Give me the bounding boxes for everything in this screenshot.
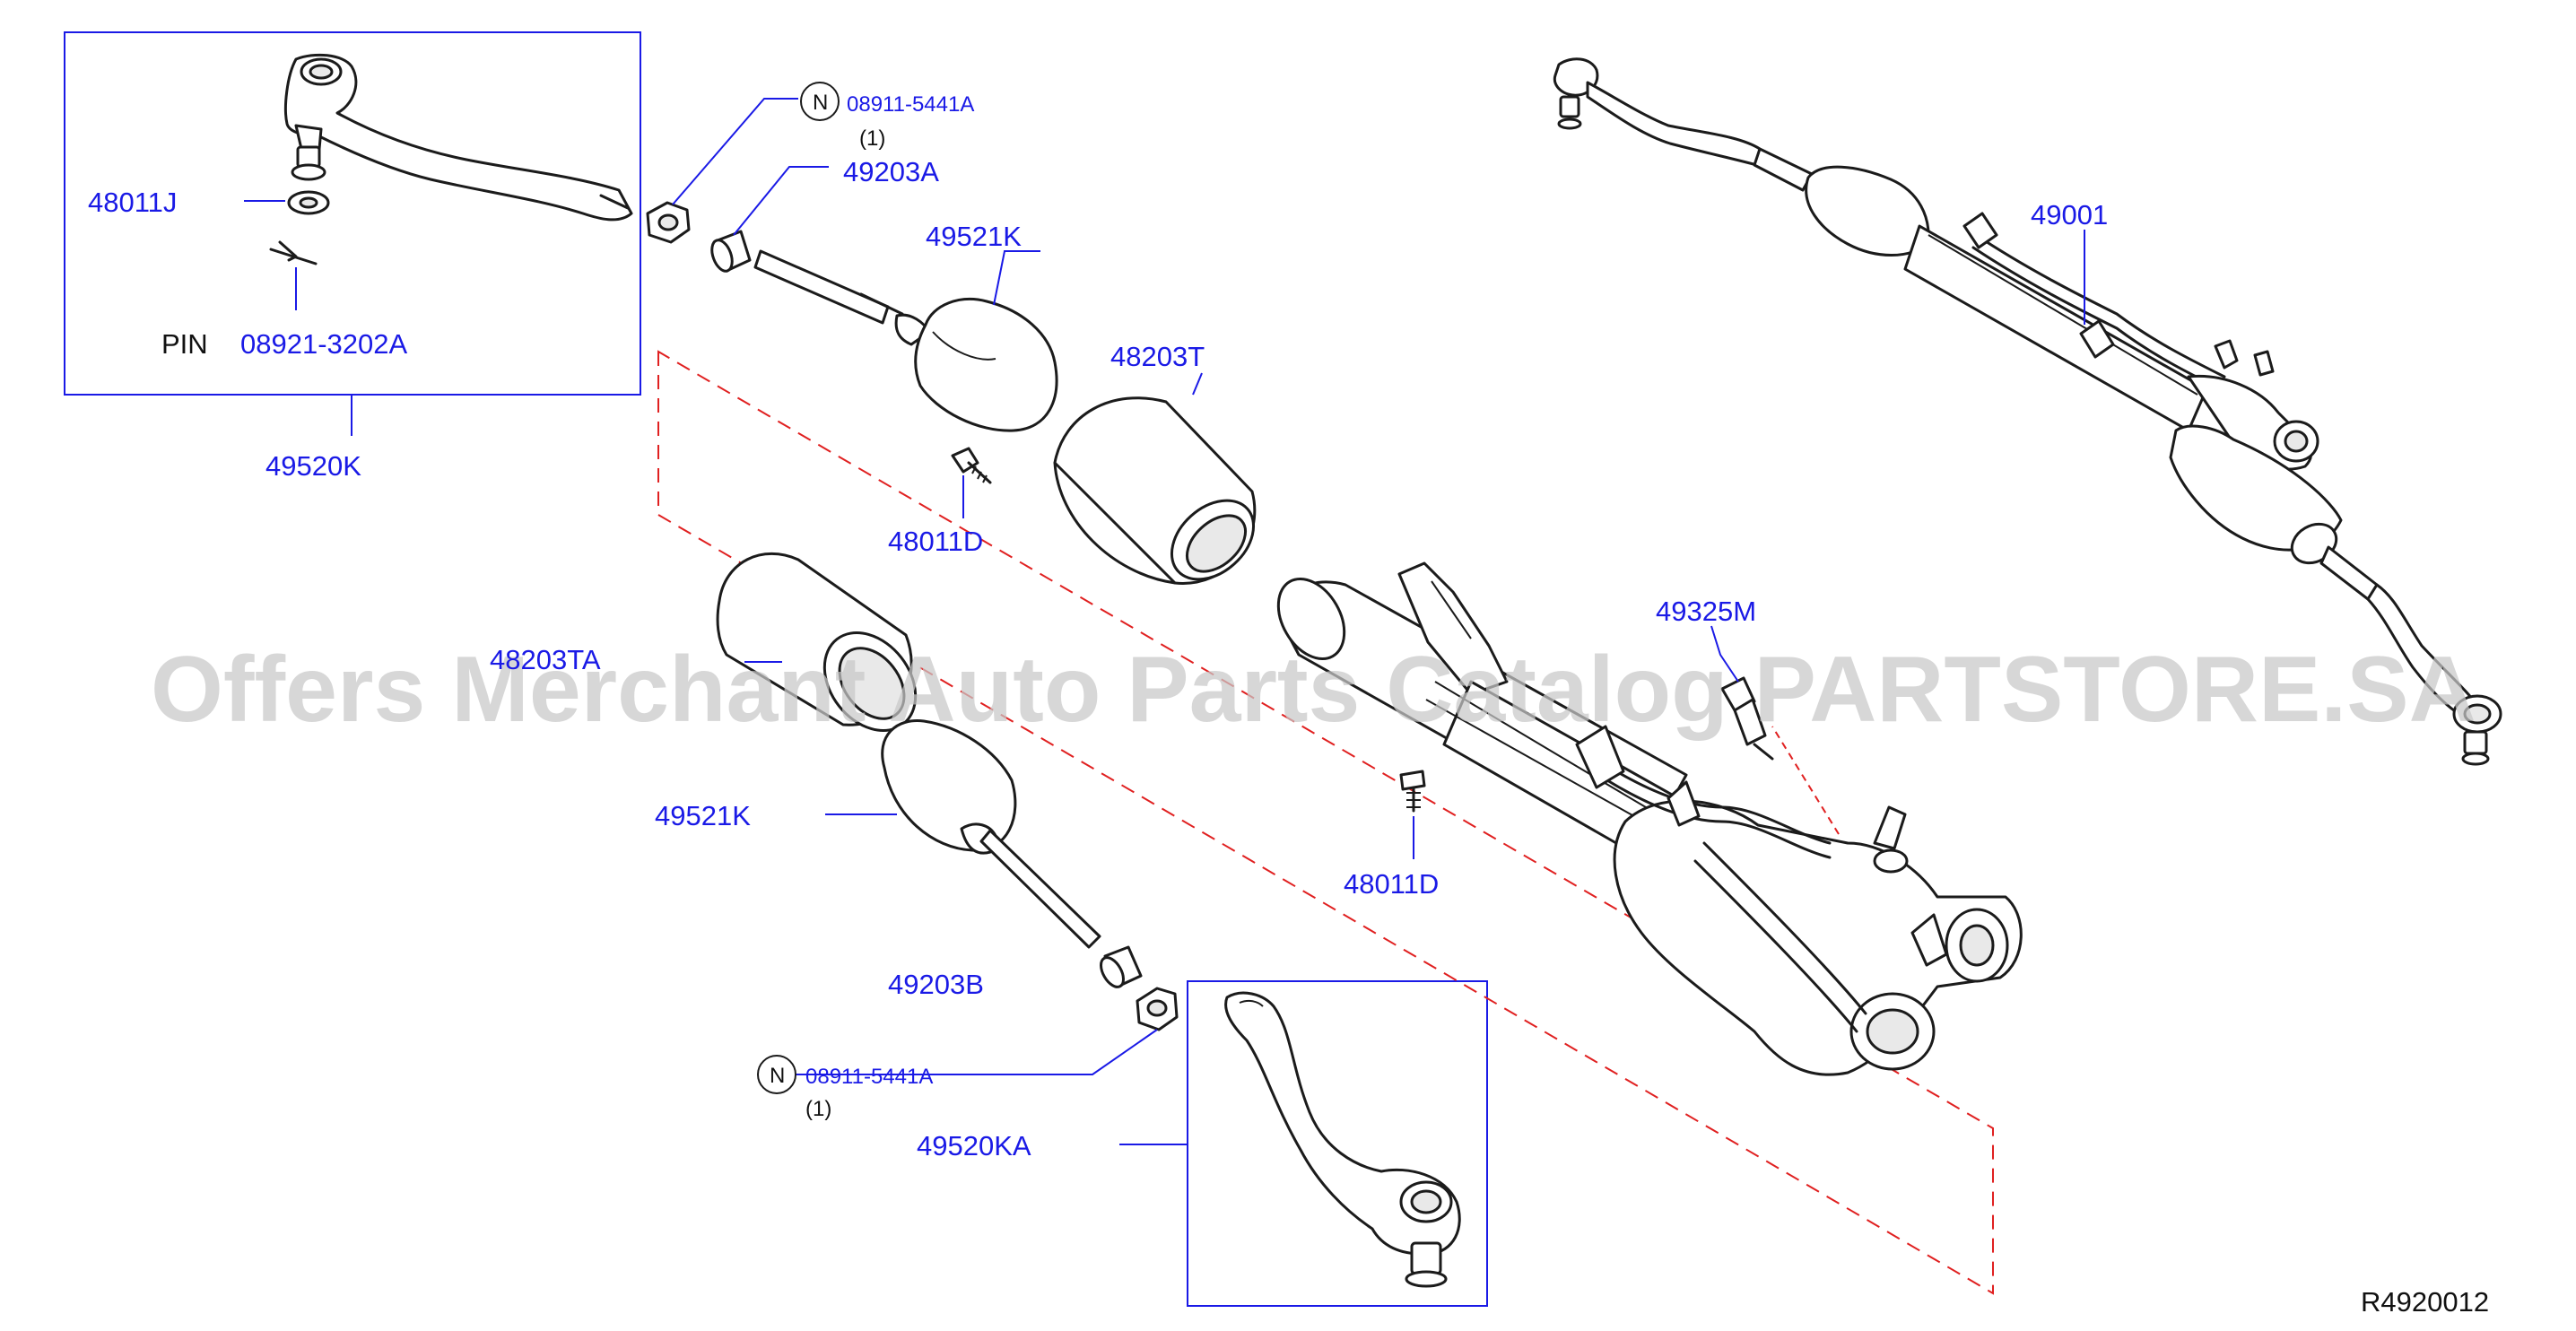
label-nut-top-code: 08911-5441A [847,92,974,117]
label-49521K-top: 49521K [926,221,1022,252]
sleeve-48203T [1053,396,1257,585]
label-48011J: 48011J [88,187,177,218]
label-48011D-top: 48011D [888,526,983,557]
washer-48011J [287,190,330,215]
inner-assembly-dashed-outline [657,350,1994,1295]
label-49520K: 49520K [265,450,361,482]
label-nut-top-qty: (1) [859,126,885,151]
n-badge-bottom [757,1055,796,1094]
label-48203TA: 48203TA [490,644,601,675]
tie-rod-end-box-bottom [1187,980,1488,1307]
cotter-pin-08921-3202A [269,240,318,265]
nut-top-drawing [646,201,691,244]
tie-rod-end-top-drawing [283,53,633,222]
label-pin-code: 08921-3202A [240,328,407,360]
label-48203T: 48203T [1110,341,1205,372]
fitting-49325M [1720,676,1774,761]
label-nut-bottom-code: 08911-5441A [805,1065,933,1089]
inner-tie-rod-bottom-drawing [881,719,1101,949]
label-49001: 49001 [2031,199,2108,231]
label-49521K-bottom: 49521K [655,800,751,831]
label-pin-prefix: PIN [161,328,208,360]
label-nut-bottom-qty: (1) [805,1097,831,1121]
rack-housing-center-drawing [1276,561,2023,1076]
diagram-reference: R4920012 [2361,1286,2489,1318]
watermark-text: Offers Merchant Auto Parts Catalog PARTS… [151,638,2476,742]
ring-49203B [1100,945,1143,988]
nut-bottom-drawing [1136,987,1179,1031]
inner-tie-rod-top-drawing [753,249,1058,432]
ring-49203A [710,230,752,273]
tie-rod-end-bottom-drawing [1224,991,1461,1288]
label-49520KA: 49520KA [917,1130,1031,1161]
n-badge-top [800,82,840,121]
steering-gear-assembly-49001-drawing [1553,57,2502,766]
label-49203B: 49203B [888,969,984,1000]
label-49203A: 49203A [843,156,939,187]
label-49325M: 49325M [1656,596,1756,627]
n-badge-top-text: N [813,91,828,115]
bolt-48011D-top [951,447,992,484]
label-48011D-bottom: 48011D [1344,868,1439,900]
n-badge-bottom-text: N [770,1064,785,1088]
bolt-48011D-bottom [1399,770,1426,813]
